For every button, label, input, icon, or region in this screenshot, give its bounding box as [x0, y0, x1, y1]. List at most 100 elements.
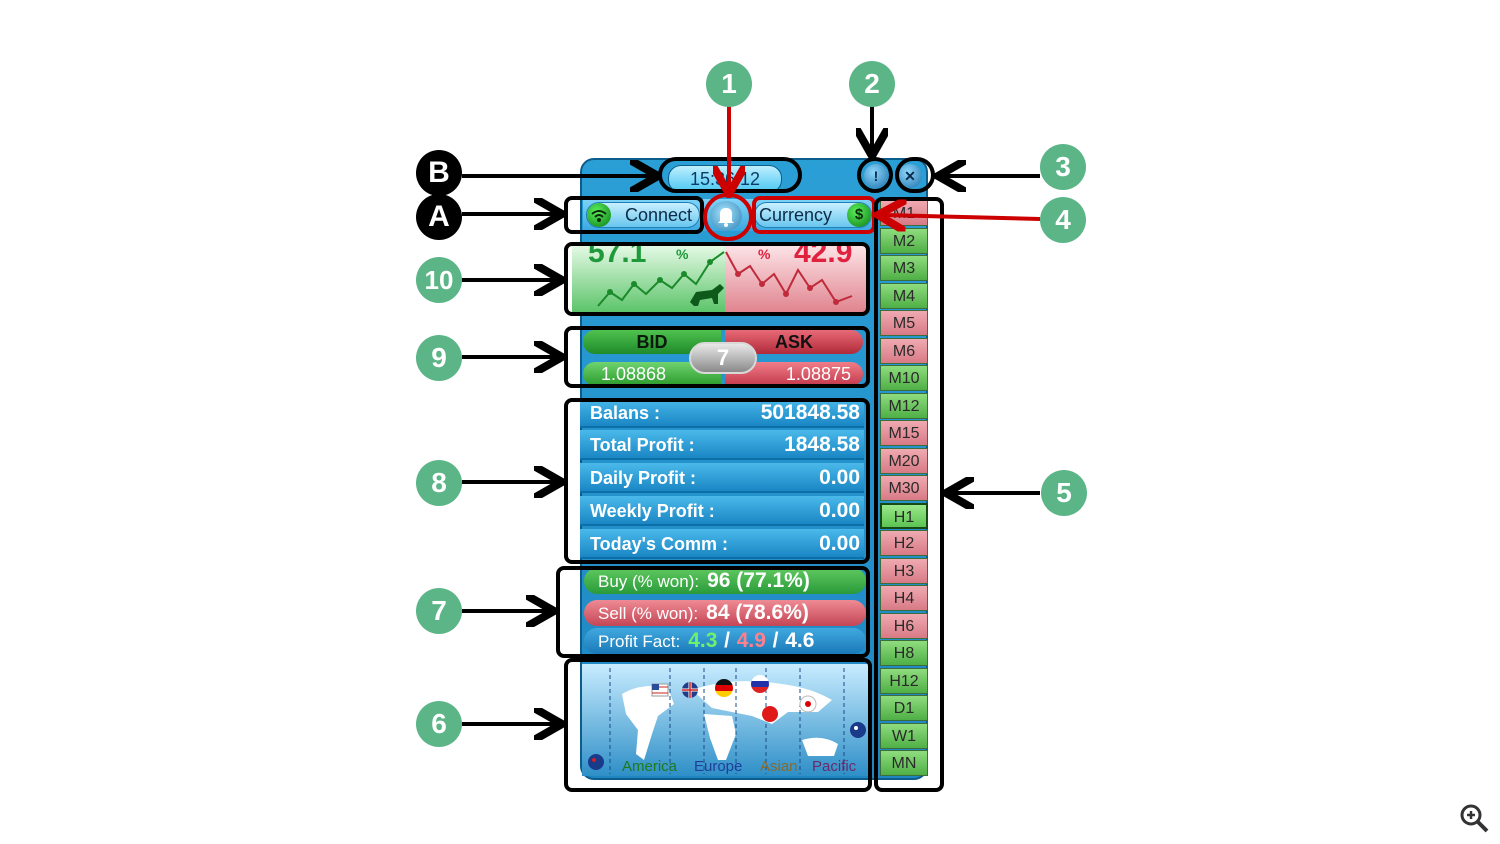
profit-factor-row: Profit Fact: 4.3 / 4.9 / 4.6: [584, 628, 866, 654]
market-sessions-map: America Europe Asian Pacific: [582, 664, 868, 776]
timeframe-d1[interactable]: D1: [880, 695, 928, 721]
callout-box-7: [556, 566, 870, 658]
session-pacific: Pacific: [812, 758, 857, 775]
pf-buy: 4.3: [688, 629, 718, 652]
session-asian: Asian: [760, 758, 798, 775]
stat-weekly-profit: Weekly Profit : 0.00: [580, 496, 864, 526]
pf-sell: 4.9: [736, 629, 766, 652]
timeframe-h8[interactable]: H8: [880, 640, 928, 666]
stat-label: Today's Comm :: [590, 534, 728, 554]
stat-value: 0.00: [819, 499, 860, 522]
flag-nz-icon: [588, 754, 604, 770]
callout-box-9: [564, 326, 870, 388]
callout-a: A: [416, 194, 462, 240]
callout-7: 7: [416, 588, 462, 634]
callout-6: 6: [416, 701, 462, 747]
timeframe-w1[interactable]: W1: [880, 722, 928, 749]
bull-icon: [690, 284, 724, 306]
sell-stats-row: Sell (% won): 84 (78.6%): [584, 600, 866, 626]
flag-jp-icon: [799, 695, 817, 713]
continent-americas: [622, 686, 674, 760]
timeframe-h6[interactable]: H6: [880, 612, 928, 639]
dollar-icon: $: [847, 203, 871, 227]
callout-box-a: [564, 196, 704, 234]
buy-stats-row: Buy (% won): 96 (77.1%): [584, 568, 866, 594]
callout-5: 5: [1041, 470, 1087, 516]
timeframe-m2[interactable]: M2: [880, 227, 928, 254]
timeframe-m15[interactable]: M15: [880, 420, 928, 446]
timeframe-h12[interactable]: H12: [880, 667, 928, 694]
bull-percent: 57.1: [588, 244, 647, 269]
bid-ask-panel: BID ASK 1.08868 1.08875 7: [583, 330, 863, 386]
callout-b: B: [416, 150, 462, 196]
stat-value: 1848.58: [784, 433, 860, 456]
continent-africa: [704, 714, 736, 760]
flag-au-icon: [850, 722, 866, 738]
timeframe-m6[interactable]: M6: [880, 337, 928, 364]
stat-todays-comm: Today's Comm :0.00: [580, 529, 864, 559]
stat-balance: Balans : 501848.58: [580, 398, 864, 428]
callout-10: 10: [416, 257, 462, 303]
timeframe-m3[interactable]: M3: [880, 255, 928, 281]
timeframe-mn[interactable]: MN: [880, 750, 928, 776]
callout-2: 2: [849, 61, 895, 107]
callout-box-6: [564, 658, 872, 792]
connect-button[interactable]: Connect: [586, 202, 700, 228]
callout-4: 4: [1040, 197, 1086, 243]
buy-label: Buy (% won):: [598, 572, 700, 591]
account-stats: Balans :501848.58 Total Profit :1848.58 …: [580, 398, 864, 562]
currency-button[interactable]: Currency $: [754, 202, 872, 228]
pf-label: Profit Fact:: [598, 632, 681, 651]
currency-label: Currency: [759, 205, 833, 225]
bear-percent: 42.9: [794, 244, 853, 269]
callout-1: 1: [706, 61, 752, 107]
timeframe-m10[interactable]: M10: [880, 365, 928, 391]
timeframe-h2[interactable]: H2: [880, 530, 928, 556]
callout-3: 3: [1040, 144, 1086, 190]
continent-australia: [802, 737, 838, 756]
stat-value: 501848.58: [760, 401, 860, 424]
stat-label: Weekly Profit :: [590, 501, 715, 521]
flag-ru-icon: [751, 675, 769, 693]
callout-8: 8: [416, 460, 462, 506]
stat-value: 0.00: [819, 466, 860, 489]
callout-box-10: [564, 242, 870, 316]
flag-cn-icon: [762, 706, 778, 722]
stat-label: Daily Profit :: [590, 468, 697, 488]
buy-value: 96 (77.1%): [707, 569, 810, 592]
sell-value: 84 (78.6%): [706, 601, 809, 624]
timeframe-m5[interactable]: M5: [880, 310, 928, 336]
timeframe-m4[interactable]: M4: [880, 282, 928, 309]
timeframe-m30[interactable]: M30: [880, 475, 928, 501]
wifi-icon: [587, 203, 611, 227]
timeframe-h3[interactable]: H3: [880, 557, 928, 584]
timeframe-h1[interactable]: H1: [880, 502, 928, 529]
flag-us-icon: [651, 683, 669, 697]
stat-total-profit: Total Profit : 1848.58: [580, 430, 864, 460]
bear-unit: %: [758, 246, 771, 262]
trade-stats: Buy (% won): 96 (77.1%) Sell (% won): 84 (…: [584, 566, 866, 654]
connect-label: Connect: [625, 205, 693, 225]
sell-label: Sell (% won):: [598, 604, 699, 623]
bull-unit: %: [676, 246, 689, 262]
flag-uk-icon: [682, 682, 698, 698]
pf-sep: /: [724, 629, 730, 652]
zoom-in-icon[interactable]: [1458, 802, 1490, 834]
timeframe-m20[interactable]: M20: [880, 447, 928, 474]
callout-9: 9: [416, 335, 462, 381]
callout-box-8: [564, 398, 870, 564]
callout-box-3: [895, 157, 935, 193]
timeframe-h4[interactable]: H4: [880, 585, 928, 611]
sentiment-chart: 57.1 % % 42.9: [572, 244, 866, 312]
session-europe: Europe: [694, 758, 743, 775]
stat-daily-profit: Daily Profit : 0.00: [580, 463, 864, 493]
stat-label: Total Profit :: [590, 435, 695, 455]
flag-de-icon: [715, 679, 733, 697]
stat-label: Balans :: [590, 403, 661, 423]
pf-sep: /: [772, 629, 779, 652]
spread-badge: 7: [689, 342, 757, 374]
timeframe-m12[interactable]: M12: [880, 392, 928, 419]
pf-total: 4.6: [785, 629, 815, 652]
